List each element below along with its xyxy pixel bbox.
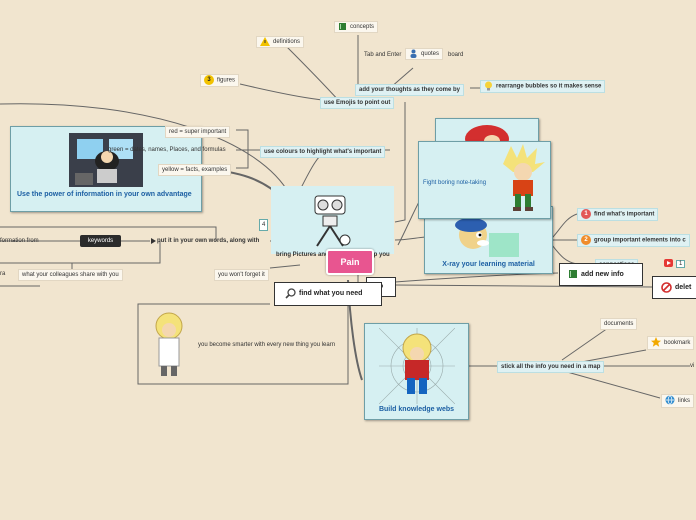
xray-title: X-ray your learning material — [442, 261, 535, 268]
smarter-label[interactable]: you become smarter with every new thing … — [198, 342, 336, 348]
power-of-information-card[interactable]: Use the power of information in your own… — [10, 126, 202, 212]
central-topic-pain[interactable]: Pain — [326, 249, 374, 275]
emoji-branch-label[interactable]: use Emojis to point out — [320, 97, 395, 109]
find-what-you-need-label: find what you need — [299, 290, 363, 297]
links-node[interactable]: links — [661, 394, 695, 408]
search-icon — [285, 288, 296, 299]
thoughts-branch-label[interactable]: add your thoughts as they come by — [355, 84, 465, 96]
no-entry-icon — [661, 281, 672, 293]
add-new-info-label: add new info — [581, 271, 624, 278]
red-super-important-label[interactable]: red = super important — [165, 126, 231, 138]
delete-node[interactable]: delet — [652, 276, 696, 299]
bring-pictures-label[interactable]: bring Pictures and — [276, 252, 329, 258]
central-image-card[interactable] — [271, 186, 394, 254]
vi-label[interactable]: vi — [690, 363, 695, 369]
globe-icon — [665, 395, 675, 406]
definitions-label: definitions — [273, 39, 301, 46]
quotes-node[interactable]: quotes — [405, 48, 444, 61]
fight-boring-label: Fight boring note-taking — [423, 180, 487, 186]
bookmarks-label: bookmark — [664, 340, 691, 346]
documents-label[interactable]: documents — [600, 318, 638, 330]
yellow-facts-label[interactable]: yellow = facts, examples — [158, 164, 232, 176]
connections-count: 1 — [676, 260, 686, 268]
figures-label: figures — [217, 77, 236, 84]
colleagues-label[interactable]: what your colleagues share with you — [18, 269, 123, 281]
camera-robot-illustration — [314, 195, 351, 247]
star-icon — [651, 337, 661, 348]
spider-character-illustration — [379, 328, 455, 404]
number-3-icon: 3 — [204, 75, 214, 85]
concepts-label: concepts — [350, 24, 375, 31]
person-icon — [410, 49, 417, 58]
keywords-node[interactable]: keywords — [80, 235, 121, 247]
help-you-label[interactable]: lp you — [372, 252, 390, 258]
scientist-character — [155, 312, 183, 376]
number-2-icon: 2 — [581, 235, 591, 245]
warning-icon — [260, 37, 270, 46]
own-words-label[interactable]: put it in your own words, along with — [157, 238, 260, 244]
stick-info-label[interactable]: stick all the info you need in a map — [497, 361, 605, 373]
workspace-illustration — [69, 133, 143, 187]
video-icon — [664, 259, 673, 268]
tab-enter-label: Tab and Enter — [364, 52, 402, 58]
spiky-hair-character — [503, 144, 545, 211]
number-1-icon: 1 — [581, 209, 591, 219]
book-icon — [569, 270, 577, 279]
fight-boring-card[interactable]: Fight boring note-taking — [418, 141, 551, 219]
power-title: Use the power of information in your own… — [17, 191, 192, 198]
concepts-node[interactable]: concepts — [334, 21, 379, 34]
definitions-node[interactable]: definitions — [256, 36, 305, 49]
links-label: links — [678, 398, 691, 404]
rearrange-node[interactable]: rearrange bubbles so it makes sense — [480, 80, 606, 93]
add-new-info-node[interactable]: add new info — [559, 263, 643, 286]
wont-forget-label[interactable]: you won't forget it — [214, 269, 269, 281]
bookmarks-node[interactable]: bookmark — [647, 336, 695, 350]
knowledge-webs-card[interactable]: Build knowledge webs — [364, 323, 469, 420]
board-label: board — [448, 52, 464, 58]
colours-branch-label[interactable]: use colours to highlight what's importan… — [260, 146, 386, 158]
find-what-you-need-node[interactable]: find what you need — [274, 282, 382, 306]
information-from-label[interactable]: formation from — [0, 238, 39, 244]
knowledge-webs-title: Build knowledge webs — [378, 406, 455, 413]
rearrange-label: rearrange bubbles so it makes sense — [496, 83, 602, 90]
lightbulb-icon — [485, 81, 492, 91]
connections-badge[interactable]: 1 — [664, 259, 686, 269]
book-icon — [339, 23, 346, 30]
find-whats-important-label: find what's important — [594, 211, 655, 218]
delete-label: delet — [675, 284, 692, 291]
ra-label[interactable]: ra — [0, 271, 6, 277]
collapsed-count-badge[interactable]: 4 — [259, 219, 269, 231]
green-dates-label[interactable]: green = dates, names, Places, and formul… — [108, 147, 226, 153]
quotes-label: quotes — [421, 51, 440, 58]
group-important-label: group important elements into c — [594, 237, 686, 244]
xray-character-illustration — [455, 218, 519, 257]
